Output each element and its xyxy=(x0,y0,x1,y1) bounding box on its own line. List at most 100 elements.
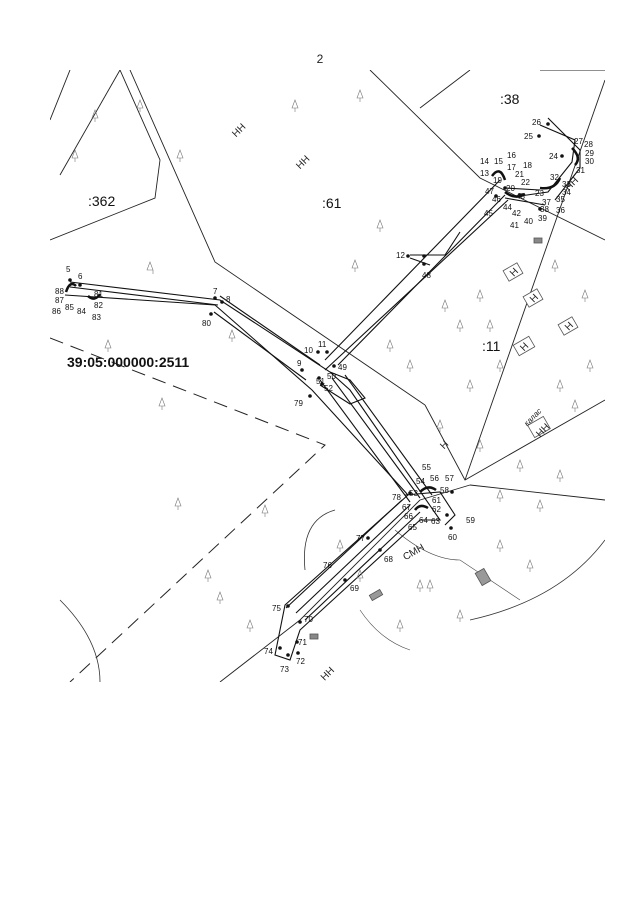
pt-57: 57 xyxy=(445,474,454,483)
pt-81: 81 xyxy=(94,290,103,299)
pt-5: 5 xyxy=(66,265,71,274)
pt-84: 84 xyxy=(77,307,86,316)
dashed-boundary xyxy=(50,337,326,682)
pt-45: 45 xyxy=(484,209,493,218)
zone-label: НН xyxy=(294,154,312,172)
pt-69: 69 xyxy=(350,584,359,593)
pt-9: 9 xyxy=(297,359,302,368)
pt-70: 70 xyxy=(304,615,313,624)
zone-label: СМН xyxy=(401,542,426,563)
pt-42: 42 xyxy=(512,209,521,218)
pt-36: 36 xyxy=(556,206,565,215)
pt-31: 31 xyxy=(576,166,585,175)
parcel-362: :362 xyxy=(88,193,115,209)
hatched-edge xyxy=(59,509,605,682)
pt-74: 74 xyxy=(264,647,273,656)
pt-38: 38 xyxy=(540,205,549,214)
pt-72: 72 xyxy=(296,657,305,666)
pt-13: 13 xyxy=(480,169,489,178)
pt-68: 68 xyxy=(384,555,393,564)
pt-79: 79 xyxy=(294,399,303,408)
pt-27: 27 xyxy=(574,137,583,146)
pt-10: 10 xyxy=(304,346,313,355)
pt-75: 75 xyxy=(272,604,281,613)
pt-55: 55 xyxy=(422,463,431,472)
pt-66: 66 xyxy=(404,512,413,521)
pt-12: 12 xyxy=(396,251,405,260)
pt-64: 64 xyxy=(419,516,428,525)
pt-21: 21 xyxy=(515,170,524,179)
pt-53: 53 xyxy=(409,489,418,498)
pt-8: 8 xyxy=(226,295,231,304)
pt-82: 82 xyxy=(94,301,103,310)
pt-78: 78 xyxy=(392,493,401,502)
pt-17: 17 xyxy=(507,163,516,172)
parcel-11: :11 xyxy=(482,338,501,354)
pt-77: 77 xyxy=(356,534,365,543)
pt-67: 67 xyxy=(402,503,411,512)
pt-18: 18 xyxy=(523,161,532,170)
pt-26: 26 xyxy=(532,118,541,127)
pt-60: 60 xyxy=(448,533,457,542)
pt-51: 51 xyxy=(316,377,325,386)
pt-71: 71 xyxy=(298,638,307,647)
pt-16: 16 xyxy=(507,151,516,160)
pt-41: 41 xyxy=(510,221,519,230)
pt-24: 24 xyxy=(549,152,558,161)
point-labels: 5 6 7 8 80 81 82 83 84 85 86 87 88 9 10 … xyxy=(52,118,594,674)
pt-28: 28 xyxy=(584,140,593,149)
buildings xyxy=(309,237,579,640)
pt-73: 73 xyxy=(280,665,289,674)
pt-34: 34 xyxy=(562,188,571,197)
pt-48: 48 xyxy=(422,271,431,280)
pt-20: 20 xyxy=(506,184,515,193)
pt-29: 29 xyxy=(585,149,594,158)
pt-40: 40 xyxy=(524,217,533,226)
parcel-61: :61 xyxy=(322,195,342,211)
pt-44: 44 xyxy=(503,203,512,212)
zone-label: НН xyxy=(319,665,337,683)
pt-30: 30 xyxy=(585,157,594,166)
pt-11: 11 xyxy=(318,340,327,349)
pt-46: 46 xyxy=(492,195,501,204)
pt-52: 52 xyxy=(324,384,333,393)
pt-80: 80 xyxy=(202,319,211,328)
pt-76: 76 xyxy=(323,561,332,570)
pt-50: 50 xyxy=(327,372,336,381)
pt-85: 85 xyxy=(65,303,74,312)
pt-23: 23 xyxy=(535,189,544,198)
pt-6: 6 xyxy=(78,272,83,281)
pt-88: 88 xyxy=(55,287,64,296)
pt-54: 54 xyxy=(416,477,425,486)
pt-35: 35 xyxy=(556,195,565,204)
point-markers xyxy=(68,122,564,657)
pt-15: 15 xyxy=(494,157,503,166)
parcel-boundaries xyxy=(50,70,605,682)
pt-87: 87 xyxy=(55,296,64,305)
pt-59: 59 xyxy=(466,516,475,525)
pt-86: 86 xyxy=(52,307,61,316)
pt-37: 37 xyxy=(542,198,551,207)
pt-61: 61 xyxy=(432,496,441,505)
route-corridor xyxy=(64,117,581,661)
pt-62: 62 xyxy=(432,505,441,514)
pt-22: 22 xyxy=(521,178,530,187)
pt-33: 33 xyxy=(562,180,571,189)
pt-39: 39 xyxy=(538,214,547,223)
pt-7: 7 xyxy=(213,287,218,296)
page-number: 2 xyxy=(316,52,324,66)
pt-49: 49 xyxy=(338,363,347,372)
zone-label: НН xyxy=(230,122,248,140)
pt-47: 47 xyxy=(485,187,494,196)
pt-32: 32 xyxy=(550,173,559,182)
pt-83: 83 xyxy=(92,313,101,322)
pt-56: 56 xyxy=(430,474,439,483)
pt-58: 58 xyxy=(440,486,449,495)
pt-19: 19 xyxy=(493,176,502,185)
pt-43: 43 xyxy=(516,192,525,201)
cadastral-number: 39:05:000000:2511 xyxy=(67,354,189,370)
tree-symbols xyxy=(71,89,594,632)
pt-25: 25 xyxy=(524,132,533,141)
pt-65: 65 xyxy=(408,523,417,532)
